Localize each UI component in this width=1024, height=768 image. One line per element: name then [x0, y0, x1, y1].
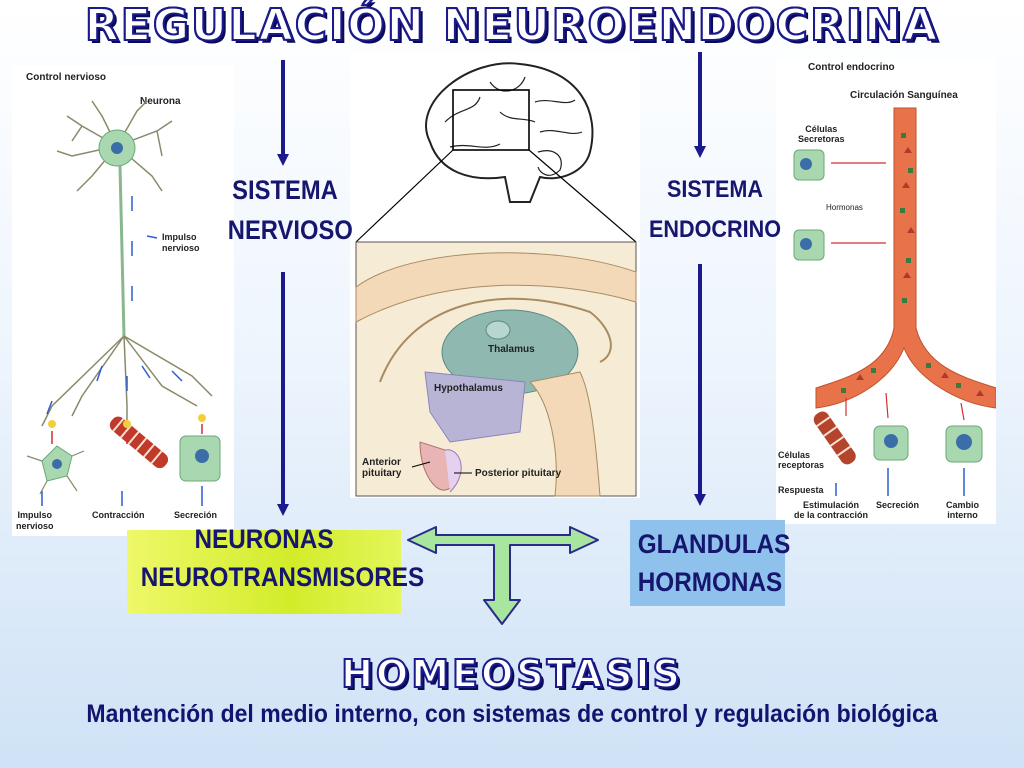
nervioso-line1: SISTEMA — [232, 175, 338, 205]
brain-illustration — [355, 62, 637, 497]
glandulas-box: GLANDULAS HORMONAS — [630, 520, 791, 606]
sistema-nervioso-label: SISTEMA NERVIOSO — [227, 170, 353, 250]
nervioso-line2: NERVIOSO — [227, 215, 353, 245]
anterior-pituitary-label: Anterior pituitary — [362, 457, 401, 479]
endocrino-line2: ENDOCRINO — [648, 216, 781, 243]
circulation-label: Circulación Sanguínea — [850, 90, 958, 101]
hormones-label: Hormonas — [826, 203, 863, 212]
neuron-illustration — [26, 100, 221, 506]
neuron-panel-title: Control nervioso — [26, 72, 107, 83]
glandulas-line1: GLANDULAS — [637, 529, 791, 559]
endocrino-line1: SISTEMA — [666, 176, 764, 203]
bottom-label-contraction: Contracción — [92, 510, 145, 520]
sistema-endocrino-label: SISTEMA ENDOCRINO — [648, 170, 783, 250]
secretory-cells-label: Células Secretoras — [798, 124, 845, 144]
neuron-panel: Control nervioso Neurona Impulso nervios… — [12, 66, 234, 536]
endocrine-illustration — [793, 107, 996, 496]
impulse-label-line1: Impulso — [162, 232, 197, 242]
stim-line1: Estimulación — [803, 500, 860, 510]
secretory-line2: Secretoras — [798, 134, 845, 144]
response-label: Respuesta — [778, 485, 824, 495]
change-line2: interno — [947, 510, 978, 520]
endocrine-panel-title: Control endocrino — [808, 62, 895, 73]
receptor-line2: receptoras — [778, 460, 825, 470]
endocrine-panel: Control endocrino Circulación Sanguínea … — [776, 58, 996, 524]
stimulation-label: Estimulación de la contracción — [794, 500, 868, 520]
stim-line2: de la contracción — [794, 510, 869, 520]
bottom-impulse-line2: nervioso — [16, 521, 54, 531]
receptor-line1: Células — [778, 450, 811, 460]
thalamus-label: Thalamus — [488, 344, 535, 355]
t-connector-arrow — [407, 526, 599, 625]
neuronas-box: NEURONAS NEUROTRANSMISORES — [127, 524, 424, 614]
impulse-label-line2: nervioso — [162, 243, 200, 253]
glandulas-line2: HORMONAS — [637, 567, 783, 597]
neuronas-line1: NEURONAS — [194, 524, 334, 554]
anterior-line1: Anterior — [362, 457, 401, 468]
neuronas-line2: NEUROTRANSMISORES — [140, 562, 425, 592]
neuron-label: Neurona — [140, 96, 181, 107]
neuronas-text: NEURONAS NEUROTRANSMISORES — [140, 520, 425, 596]
homeostasis-subtitle: Mantención del medio interno, con sistem… — [86, 700, 938, 728]
anterior-line2: pituitary — [362, 468, 402, 479]
hypothalamus-label: Hypothalamus — [434, 383, 503, 394]
bottom-label-impulse: Impulso nervioso — [16, 510, 54, 532]
bottom-impulse-line1: Impulso — [17, 510, 53, 520]
receptor-cells-label: Células receptoras — [778, 450, 824, 470]
impulse-label: Impulso nervioso — [162, 232, 200, 254]
bottom-label-secretion: Secreción — [174, 510, 218, 520]
change-line1: Cambio — [946, 500, 980, 510]
internal-change-label: Cambio interno — [946, 500, 979, 520]
homeostasis-title: HOMEOSTASIS — [340, 651, 683, 697]
main-title: REGULACIÓN NEUROENDOCRINA — [84, 0, 940, 52]
brain-panel: Thalamus Hypothalamus Anterior pituitary… — [350, 52, 640, 498]
secretory-line1: Células — [805, 124, 838, 134]
glandulas-text: GLANDULAS HORMONAS — [637, 525, 791, 601]
endocrine-secretion-label: Secreción — [876, 500, 920, 510]
posterior-pituitary-label: Posterior pituitary — [475, 468, 562, 479]
